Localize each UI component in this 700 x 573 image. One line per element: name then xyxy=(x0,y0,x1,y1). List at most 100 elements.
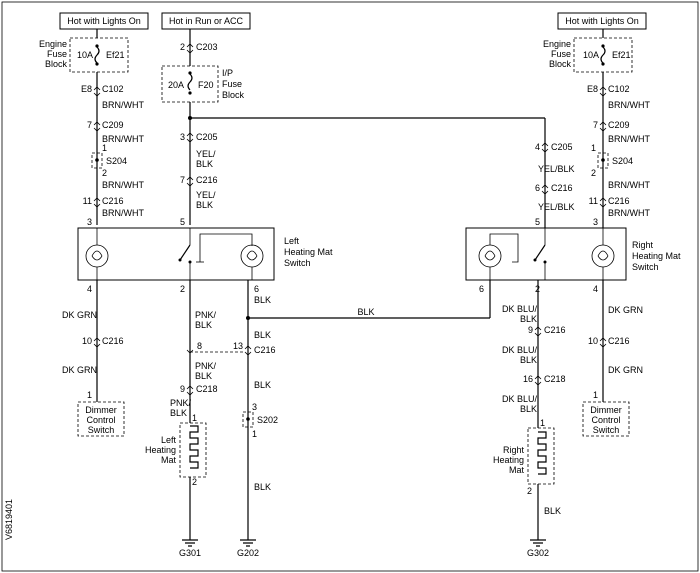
left-dimmer-c216-pin: 10 xyxy=(82,336,92,346)
right-mat-c216-label: C216 xyxy=(544,325,566,335)
left-switch-pin3: 3 xyxy=(87,217,92,227)
right-s204-pin1: 1 xyxy=(591,143,596,153)
right-engine-label-1: Engine xyxy=(543,39,571,49)
right-wire-dkblu-2: DK BLU/ xyxy=(502,345,538,355)
ip-label-3: Block xyxy=(222,90,245,100)
right-switch-pin6: 6 xyxy=(479,284,484,294)
g302-ground-icon xyxy=(530,539,546,547)
left-switch-pin5: 5 xyxy=(180,217,185,227)
right-fuse-icon xyxy=(600,46,606,64)
ip-fuse-amp: 20A xyxy=(168,80,184,90)
left-fuse-amp: 10A xyxy=(77,50,93,60)
left-switch-label-3: Switch xyxy=(284,258,311,268)
left-feed-column: 10A Ef21 Engine Fuse Block E8 C102 BRN/W… xyxy=(39,29,144,227)
left-dimmer-branch: 4 DK GRN 10 C216 DK GRN 1 Dimmer Control… xyxy=(62,280,125,437)
s202-pin1: 1 xyxy=(252,429,257,439)
right-switch-pin5: 5 xyxy=(535,217,540,227)
center-wire-blk-2: BLK xyxy=(196,200,213,210)
right-c216-pin: 11 xyxy=(589,196,598,206)
left-wire-blk-b: BLK xyxy=(254,330,271,340)
ip-fuse-id: F20 xyxy=(198,80,214,90)
left-switch-label-2: Heating Mat xyxy=(284,247,333,257)
right-dimmer-label-3: Switch xyxy=(593,425,620,435)
left-wire-blk-c: BLK xyxy=(254,380,271,390)
left-s204-pin2: 2 xyxy=(102,168,107,178)
left-dimmer-control-switch xyxy=(77,401,125,437)
right-wire-blk-1: BLK xyxy=(520,314,537,324)
right-mat-c216-pin: 9 xyxy=(528,325,533,335)
left-wire-brnwht-1: BRN/WHT xyxy=(102,100,144,110)
left-c209-pin: 7 xyxy=(87,120,92,130)
right-s204-box xyxy=(597,152,609,169)
c203-pin: 2 xyxy=(180,42,185,52)
ip-label-2: Fuse xyxy=(222,79,242,89)
left-wire-blk-3: BLK xyxy=(170,408,187,418)
right-dimmer-pin1: 1 xyxy=(593,390,598,400)
left-heating-mat-switch: Left Heating Mat Switch xyxy=(77,227,333,281)
center-c216-label: C216 xyxy=(196,175,218,185)
left-engine-fuse-block xyxy=(69,37,129,73)
right-mat-label-3: Mat xyxy=(509,465,525,475)
center-wire-yel-2: YEL/ xyxy=(196,190,216,200)
right-mat-pin2: 2 xyxy=(527,486,532,496)
s202-pin3: 3 xyxy=(252,402,257,412)
ip-fuse-icon xyxy=(187,73,193,91)
left-mat-pin1: 1 xyxy=(192,413,197,423)
left-fuse-id: Ef21 xyxy=(106,50,125,60)
right-dimmer-branch: 4 DK GRN 10 C216 DK GRN 1 Dimmer Control… xyxy=(582,280,643,437)
left-wire-pnk-1: PNK/ xyxy=(195,310,217,320)
left-heating-mat xyxy=(179,422,207,478)
right-wire-blk-4: BLK xyxy=(544,506,561,516)
right-dimmer-label-2: Control xyxy=(591,415,620,425)
ground-c216-label: C216 xyxy=(254,345,276,355)
left-wire-blk-d: BLK xyxy=(254,482,271,492)
right-ign-c216-pin: 6 xyxy=(535,183,540,193)
right-c102-pin: E8 xyxy=(587,84,598,94)
right-switch-label-3: Switch xyxy=(632,262,659,272)
right-mat-c218-label: C218 xyxy=(544,374,566,384)
right-c205-pin: 4 xyxy=(535,142,540,152)
right-fuse-id: Ef21 xyxy=(612,50,631,60)
left-c216-label: C216 xyxy=(102,196,124,206)
left-wire-pnk-2: PNK/ xyxy=(195,361,217,371)
left-dimmer-pin1: 1 xyxy=(87,390,92,400)
left-fuse-icon xyxy=(94,46,100,64)
left-c209-label: C209 xyxy=(102,120,124,130)
right-source-label: Hot with Lights On xyxy=(565,16,639,26)
right-switch-contact-icon xyxy=(534,244,546,261)
right-ign-c216-label: C216 xyxy=(551,183,573,193)
left-s204-box xyxy=(91,152,103,169)
center-wire-blk-1: BLK xyxy=(196,159,213,169)
s202-box xyxy=(242,411,254,428)
left-heating-element-icon xyxy=(189,425,199,469)
left-source-box xyxy=(59,12,149,30)
left-splice-pin8: 8 xyxy=(197,341,202,351)
right-c102-label: C102 xyxy=(608,84,630,94)
center-c205-label: C205 xyxy=(196,132,218,142)
left-wire-brnwht-4: BRN/WHT xyxy=(102,208,144,218)
right-heating-mat xyxy=(527,427,555,485)
left-mat-c218-label: C218 xyxy=(196,384,218,394)
left-mat-label-1: Left xyxy=(161,435,177,445)
g202-ground-icon xyxy=(240,539,256,547)
right-heating-element-icon xyxy=(537,431,547,475)
left-wire-brnwht-3: BRN/WHT xyxy=(102,180,144,190)
left-c102-pin: E8 xyxy=(81,84,92,94)
right-wire-dkgrn-1: DK GRN xyxy=(608,305,643,315)
right-dimmer-c216-pin: 10 xyxy=(588,336,598,346)
right-mat-branch: 2 DK BLU/ BLK 9 C216 DK BLU/ BLK 16 C218… xyxy=(493,280,566,558)
left-wire-pnk-3: PNK/ xyxy=(170,398,192,408)
right-ground-link: 6 xyxy=(479,280,491,318)
left-engine-label-3: Block xyxy=(45,59,68,69)
right-wire-brnwht-1: BRN/WHT xyxy=(608,100,650,110)
g301-label: G301 xyxy=(179,548,201,558)
right-wire-blk-2: BLK xyxy=(520,355,537,365)
left-wire-brnwht-2: BRN/WHT xyxy=(102,134,144,144)
left-dimmer-label-2: Control xyxy=(86,415,115,425)
right-wire-yelblk-1: YEL/BLK xyxy=(538,164,575,174)
g202-label: G202 xyxy=(237,548,259,558)
left-wire-blk-2: BLK xyxy=(195,371,212,381)
center-feed-column: 2 C203 20A F20 I/P Fuse Block 3 C205 YEL… xyxy=(161,29,545,227)
